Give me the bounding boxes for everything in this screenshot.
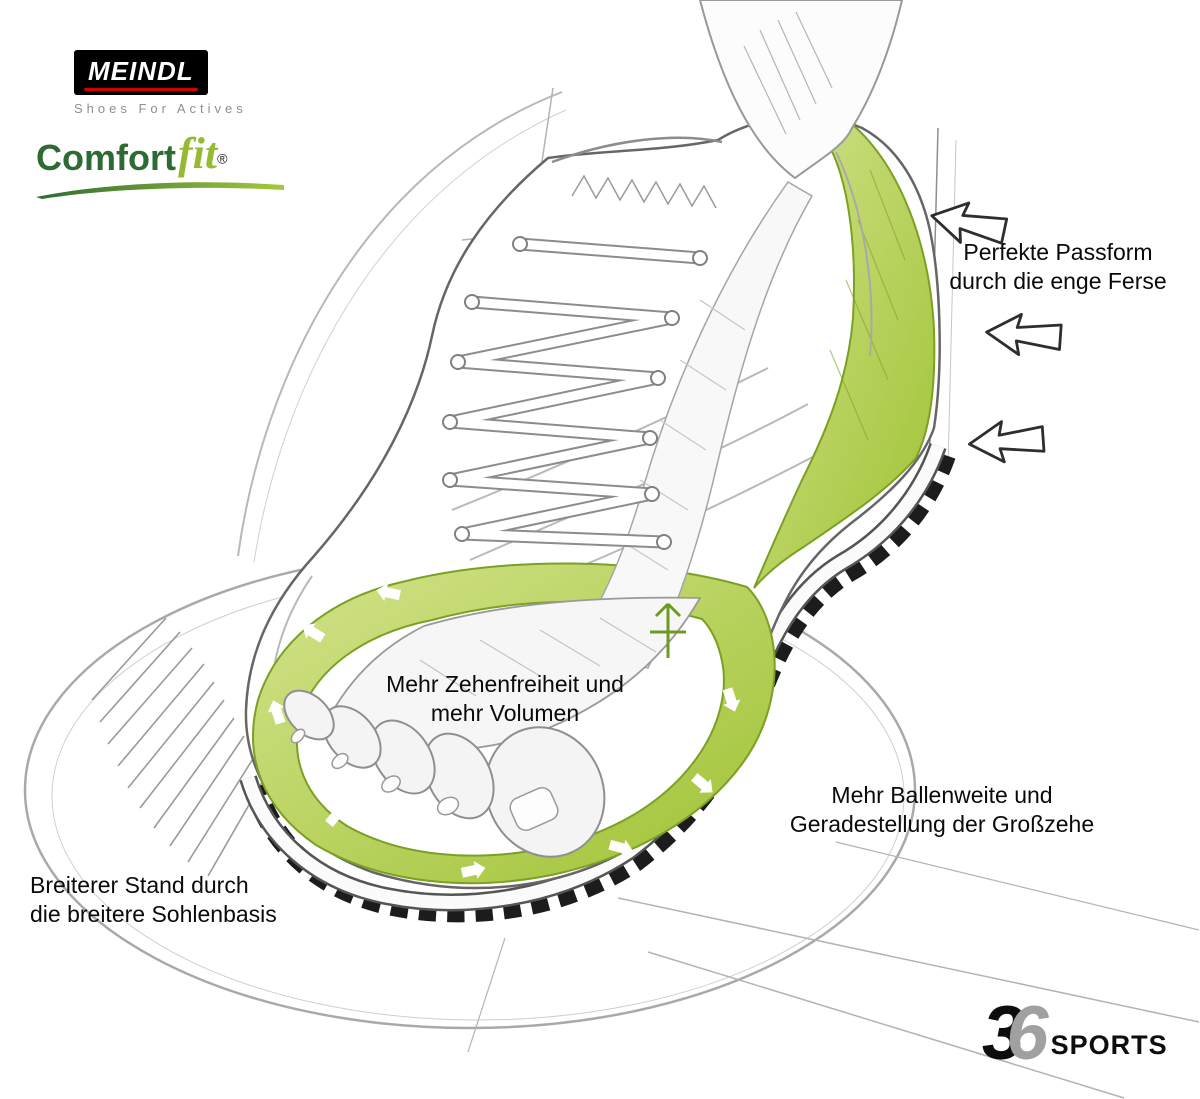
- meindl-wordmark: MEINDL: [74, 50, 208, 95]
- meindl-tagline: Shoes For Actives: [74, 101, 247, 116]
- band-arrow-icon: [722, 687, 741, 712]
- heel-zone-hatching: [829, 169, 906, 441]
- registered-mark: ®: [217, 150, 228, 167]
- toe-band-arrow-icons: [267, 583, 741, 879]
- leg-hatching: [743, 11, 833, 135]
- annotation-wide-stance: Breiterer Stand durch die breitere Sohle…: [30, 871, 330, 930]
- annotation-ball-line2: Geradestellung der Großzehe: [789, 811, 1095, 838]
- tongue-stitching: [571, 174, 717, 209]
- annotation-heel-line2: durch die enge Ferse: [949, 268, 1167, 295]
- band-arrow-icon: [302, 623, 326, 643]
- annotation-stance-line2: die breitere Sohlenbasis: [30, 901, 277, 928]
- ground-hatching: [91, 617, 269, 877]
- comfortfit-comfort-text: Comfort: [36, 137, 176, 178]
- comfortfit-logo: Comfortfit®: [36, 129, 296, 199]
- heel-arrows: [930, 201, 1063, 464]
- band-arrow-icon: [608, 839, 633, 858]
- sports-label: SPORTS: [1050, 1030, 1168, 1061]
- comfortfit-swoosh: [36, 182, 284, 199]
- leg: [698, 0, 904, 180]
- meindl-text: MEINDL: [88, 56, 194, 86]
- band-arrow-icon: [267, 700, 286, 725]
- annotation-toe-line1: Mehr Zehenfreiheit und: [386, 671, 624, 697]
- toe-nails: [290, 728, 559, 832]
- annotation-ball-width: Mehr Ballenweite und Geradestellung der …: [762, 781, 1122, 840]
- eyelets: [442, 236, 708, 550]
- meindl-logo: MEINDL Shoes For Actives: [74, 50, 294, 116]
- collar-line: [551, 136, 723, 164]
- band-arrow-icon: [460, 861, 486, 879]
- annotation-toe-line2: mehr Volumen: [430, 700, 580, 727]
- heel-arrow-icon: [930, 201, 1009, 245]
- sports-digit-6: 6: [1006, 991, 1049, 1076]
- annotation-stance-line1: Breiterer Stand durch: [30, 872, 249, 898]
- measure-mark-icon: [650, 602, 686, 658]
- annotation-heel-line1: Perfekte Passform: [963, 239, 1153, 265]
- sports-logo: 3 6 SPORTS: [982, 991, 1168, 1076]
- comfortfit-fit-text: fit: [177, 129, 218, 178]
- band-arrow-icon: [325, 805, 345, 827]
- band-arrow-icon: [376, 583, 401, 602]
- heel-arrow-icon: [985, 312, 1063, 356]
- toe-green-zone: [252, 562, 776, 885]
- meindl-red-swoosh: [84, 88, 198, 91]
- foot-hatching: [419, 617, 657, 697]
- laces: [442, 136, 723, 550]
- annotation-toe-freedom: Mehr Zehenfreiheit und mehr Volumen: [338, 670, 672, 729]
- annotation-ball-line1: Mehr Ballenweite und: [831, 782, 1053, 808]
- heel-pencil-line: [835, 151, 873, 357]
- annotation-heel-fit: Perfekte Passform durch die enge Ferse: [922, 238, 1194, 297]
- sports-digit-3: 3: [982, 991, 1025, 1076]
- band-arrow-icon: [691, 773, 713, 793]
- heel-green-zone: [753, 122, 936, 589]
- heel-arrow-icon: [968, 420, 1046, 464]
